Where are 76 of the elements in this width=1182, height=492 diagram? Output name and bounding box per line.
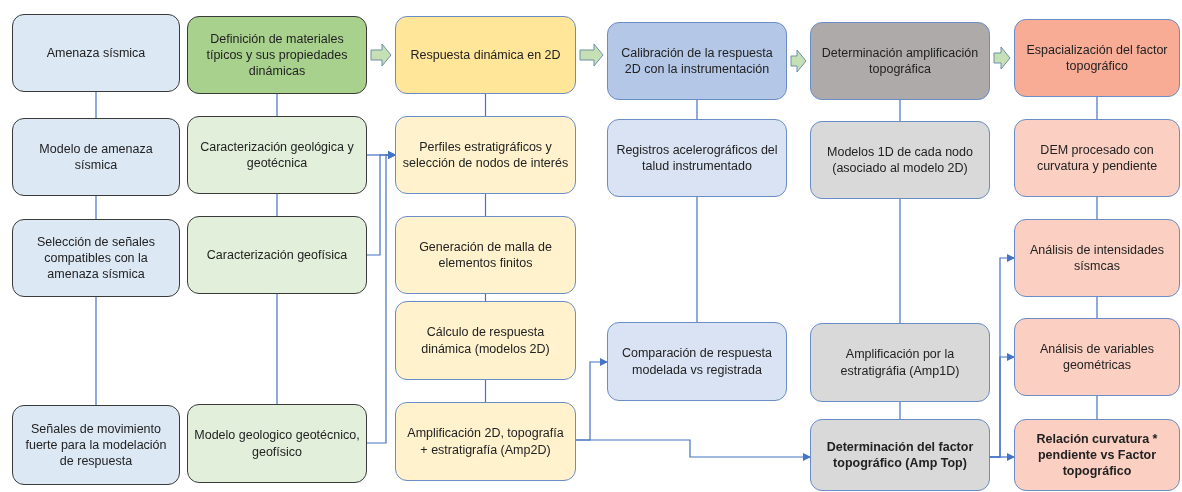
- connector-line: [95, 296, 97, 406]
- connector-line: [276, 93, 278, 117]
- process-box: [12, 405, 180, 485]
- box-label: Perfiles estratigráficos y selección de nodos de interés: [402, 138, 569, 172]
- box-label: Caracterización geológica y geotécnica: [199, 138, 355, 172]
- box-label: Modelo geologico geotécnico, geofísico: [194, 427, 360, 460]
- box-label: Calibración de la respuesta 2D con la instrumentación: [620, 44, 774, 78]
- box-label: Relación curvatura * pendiente vs Factor topográfico: [1035, 430, 1159, 480]
- process-box: [395, 216, 576, 294]
- connector-line: [95, 91, 97, 119]
- box-label: Amenaza sísmica: [46, 44, 146, 62]
- process-box: [1014, 219, 1180, 297]
- process-box: [607, 119, 787, 197]
- process-box: [607, 22, 787, 100]
- box-label: Determinación amplificación topográfica: [820, 44, 980, 78]
- box-label: Determinación del factor topográfico (Amp Top): [825, 438, 975, 472]
- connector-line: [696, 196, 698, 323]
- process-box: [810, 121, 990, 199]
- process-box: [1014, 318, 1180, 396]
- process-box: [395, 116, 576, 194]
- connector-line: [899, 401, 901, 420]
- process-box: [12, 14, 180, 92]
- connector-line: [95, 195, 97, 220]
- process-box: [12, 118, 180, 196]
- process-box: [187, 404, 367, 483]
- process-box: [187, 116, 367, 194]
- connector-line: [1096, 96, 1098, 120]
- connector-line: [484, 93, 487, 117]
- process-box: [810, 22, 990, 100]
- box-label: Definición de materiales típicos y sus propiedades dinámicas: [205, 30, 349, 80]
- box-label: Amplificación por la estratigráfia (Amp1D): [839, 346, 961, 379]
- connector-line: [484, 379, 487, 403]
- block-arrow: [790, 49, 807, 73]
- block-arrow: [579, 43, 604, 67]
- process-box: [187, 216, 367, 294]
- connector-line: [276, 293, 278, 405]
- arrow: [989, 453, 1015, 461]
- box-label: Análisis de variables geométricas: [1039, 340, 1155, 374]
- box-label: Selección de señales compatibles con la amenaza sísmica: [35, 233, 157, 283]
- process-box: [395, 402, 576, 481]
- box-label: Modelos 1D de cada nodo (asociado al modelo 2D): [826, 143, 974, 177]
- connector-line: [1096, 395, 1098, 420]
- process-box: [810, 419, 990, 491]
- box-label: Generación de malla de elementos finitos: [418, 238, 553, 272]
- connector-line: [276, 193, 278, 217]
- process-box: [607, 322, 787, 401]
- box-label: Respuesta dinámica en 2D: [410, 46, 561, 64]
- box-label: Registros acelerográficos del talud instrumentado: [615, 141, 779, 175]
- box-label: Caracterización geofísica: [206, 246, 348, 264]
- box-label: Comparación de respuesta modelada vs registrada: [620, 345, 774, 378]
- process-box: [1014, 119, 1180, 197]
- connector-line: [899, 198, 901, 324]
- process-box: [395, 16, 576, 94]
- box-label: Cálculo de respuesta dinámica (modelos 2D): [420, 324, 551, 357]
- box-label: Análisis de intensidades sísmcas: [1028, 241, 1166, 275]
- connector-line: [484, 293, 487, 302]
- connector-line: [1096, 196, 1098, 220]
- box-label: DEM procesado con curvatura y pendiente: [1035, 141, 1159, 175]
- box-label: Amplificación 2D, topografía + estratigrafía (Amp2D): [406, 425, 565, 458]
- connector-line: [696, 99, 698, 120]
- process-box: [810, 323, 990, 402]
- process-box: [187, 16, 367, 94]
- box-label: Espacialización del factor topográfico: [1025, 41, 1169, 75]
- connector-line: [1096, 296, 1098, 319]
- box-label: Señales de movimiento fuerte para la modelación de respuesta: [24, 420, 168, 470]
- process-box: [12, 219, 180, 297]
- arrow: [575, 439, 811, 461]
- box-label: Modelo de amenaza sísmica: [38, 140, 154, 174]
- connector-line: [484, 193, 487, 217]
- block-arrow: [993, 46, 1011, 70]
- process-box: [395, 301, 576, 380]
- arrow: [366, 151, 396, 444]
- process-box: [1014, 419, 1180, 491]
- process-box: [1014, 19, 1180, 97]
- block-arrow: [370, 43, 392, 67]
- connector-line: [899, 99, 901, 122]
